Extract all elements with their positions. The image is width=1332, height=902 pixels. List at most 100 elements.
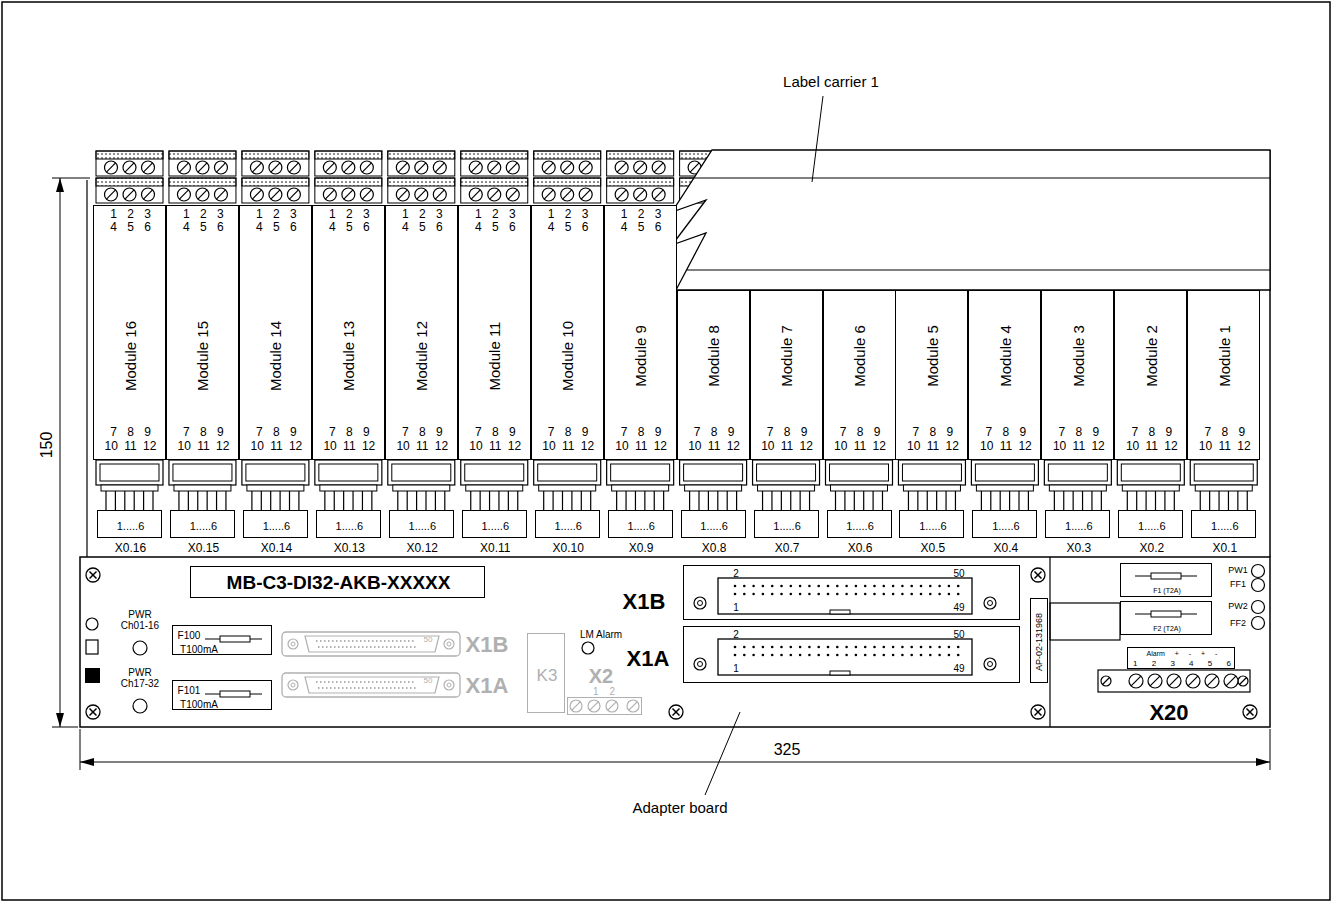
connector-header [1194, 464, 1253, 481]
mounting-screw [1243, 705, 1257, 719]
pin-numbers: 10 11 12 [396, 440, 448, 453]
connector-pin [938, 585, 941, 588]
terminal-screw [1169, 676, 1179, 686]
terminal-screw [471, 163, 480, 172]
connector-pin [752, 646, 755, 649]
terminal-screw [398, 163, 407, 172]
terminal-screw [1129, 674, 1143, 688]
mounting-screw [90, 572, 97, 579]
pin-numbers: 10 11 12 [542, 440, 594, 453]
terminal-screw [590, 702, 598, 710]
io-module: Module 27 8 910 11 12 [1114, 290, 1187, 460]
pin-numbers: 7 8 9 [694, 426, 735, 439]
mounting-screw [1035, 572, 1042, 579]
connector-pin [901, 654, 904, 657]
module-connector: 1.....6X0.16 [97, 510, 162, 538]
connector-pin [743, 646, 746, 649]
connector-pin [845, 654, 848, 657]
terminal-screw [471, 190, 480, 199]
io-module: Module 87 8 910 11 12 [677, 290, 750, 460]
connector-pin [957, 654, 960, 657]
connector-pins [663, 491, 664, 510]
terminal-block [388, 178, 455, 203]
connector-pins [1018, 491, 1019, 510]
module-name: Module 13 [341, 321, 358, 391]
terminal-block [461, 178, 528, 186]
module-name: Module 9 [633, 325, 650, 387]
terminal-block [461, 178, 528, 203]
connector-pin [780, 585, 783, 588]
extension-line [1270, 729, 1271, 770]
ribbon-connector [830, 610, 850, 614]
connector-pins [771, 491, 772, 510]
terminal-block [96, 151, 163, 159]
pin-numbers: 1 2 3 [548, 208, 589, 221]
connector-name: X0.13 [334, 542, 365, 555]
leader-line [812, 96, 823, 182]
io-module: Module 37 8 910 11 12 [1041, 290, 1114, 460]
connector-header [607, 460, 674, 485]
terminal-screw [344, 190, 353, 199]
approval-logo [86, 640, 98, 654]
terminal-screw [196, 188, 209, 201]
pin-numbers: 7 8 9 [1058, 426, 1099, 439]
connector-name: X0.12 [407, 542, 438, 555]
terminal-screw [506, 188, 519, 201]
connector-pins [1200, 491, 1201, 510]
terminal-screw [617, 163, 626, 172]
connector-pins [1054, 491, 1055, 510]
connector-pin [901, 593, 904, 596]
io-module: 1 2 34 5 6Module 97 8 910 11 12 [604, 205, 677, 460]
terminal-screw [506, 161, 519, 174]
pin-numbers: 7 8 9 [1204, 426, 1245, 439]
terminal-screw [1226, 676, 1236, 686]
pin-range: 1.....6 [1211, 520, 1239, 532]
pin-numbers: 1 2 3 [402, 208, 443, 221]
pin-numbers: 10 11 12 [1126, 440, 1178, 453]
fuse-symbol [1151, 573, 1181, 579]
terminal-screw [433, 161, 446, 174]
connector-pins [444, 491, 445, 510]
unused-connector [444, 680, 454, 690]
callout-label: Label carrier 1 [783, 74, 879, 91]
terminal-screw [287, 188, 300, 201]
terminal-screw [344, 163, 353, 172]
fuse-symbol [220, 691, 250, 697]
terminal-screw [617, 190, 626, 199]
model-number: MB-C3-DI32-AKB-XXXXX [227, 573, 451, 594]
terminal-screw [690, 163, 699, 172]
connector-pins [539, 485, 596, 491]
node-text: X1A [627, 647, 670, 671]
mounting-screw [90, 709, 97, 716]
pin-range: 1.....6 [554, 520, 582, 532]
io-module: 1 2 34 5 6Module 137 8 910 11 12 [312, 205, 385, 460]
terminal-screw [1240, 678, 1247, 685]
io-module: 1 2 34 5 6Module 167 8 910 11 12 [93, 205, 166, 460]
connector-pins [552, 491, 553, 510]
connector-header [465, 464, 524, 481]
connector-pin [845, 585, 848, 588]
connector-pins [343, 491, 344, 510]
terminal-screw [105, 161, 118, 174]
mounting-screw [669, 705, 683, 719]
terminal-screw [143, 163, 152, 172]
connector-pins [470, 491, 471, 510]
connector-pin [827, 585, 830, 588]
connector-pin [817, 585, 820, 588]
terminal-screw [396, 188, 409, 201]
terminal-screw [214, 188, 227, 201]
connector-pins [844, 491, 845, 510]
connector-pins [1028, 491, 1029, 510]
connector-pins [872, 491, 873, 510]
node-text: K3 [537, 667, 558, 686]
terminal-screw [1103, 678, 1110, 685]
terminal-screw [435, 190, 444, 199]
connector-pin [948, 593, 951, 596]
connector-pins [708, 491, 709, 510]
module-connector: 1.....6X0.6 [827, 510, 892, 538]
pin-numbers: 7 8 9 [329, 426, 370, 439]
node-text: X1B [466, 633, 509, 657]
connector-pin [771, 593, 774, 596]
unused-connector [447, 683, 451, 687]
terminal-screw [542, 188, 555, 201]
